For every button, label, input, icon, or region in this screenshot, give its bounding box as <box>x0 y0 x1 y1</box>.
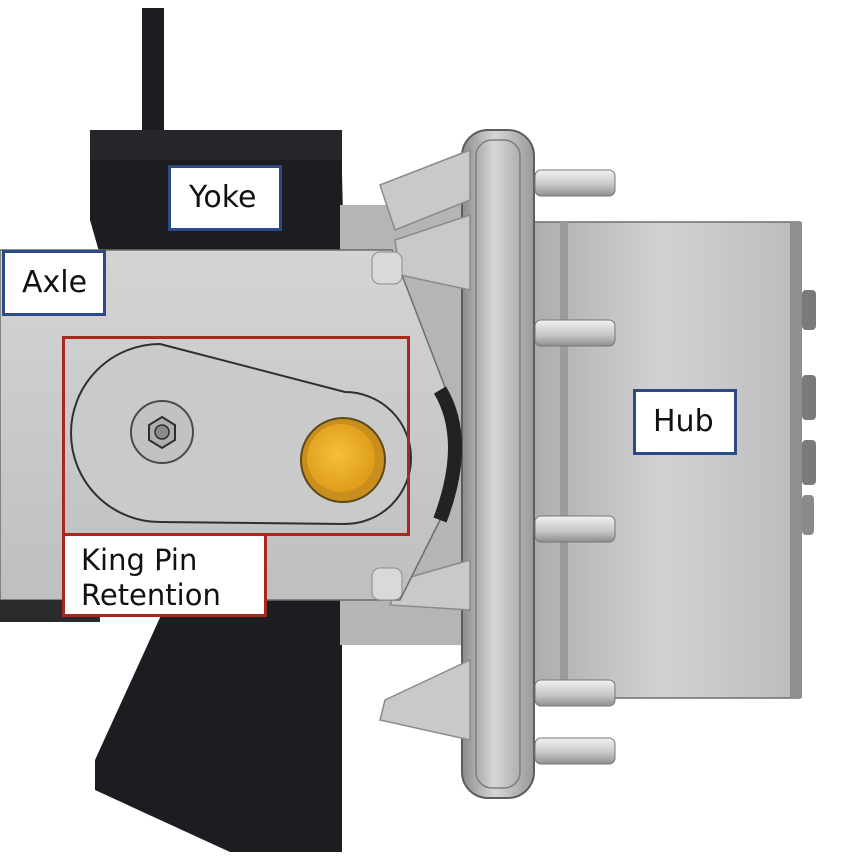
king-pin-retention-label: King Pin Retention <box>62 533 267 617</box>
king-pin-retention-highlight-box <box>62 336 410 536</box>
knuckle-ribs <box>379 148 471 741</box>
axle-label: Axle <box>2 250 106 316</box>
hub-flange <box>461 129 535 799</box>
king-pin-label-line1: King Pin <box>81 543 198 577</box>
hub-label: Hub <box>633 389 737 455</box>
wheel-studs <box>534 169 616 765</box>
king-pin-retention-plate <box>70 342 412 526</box>
king-pin-label-line2: Retention <box>81 578 221 612</box>
yoke-label: Yoke <box>168 165 282 231</box>
